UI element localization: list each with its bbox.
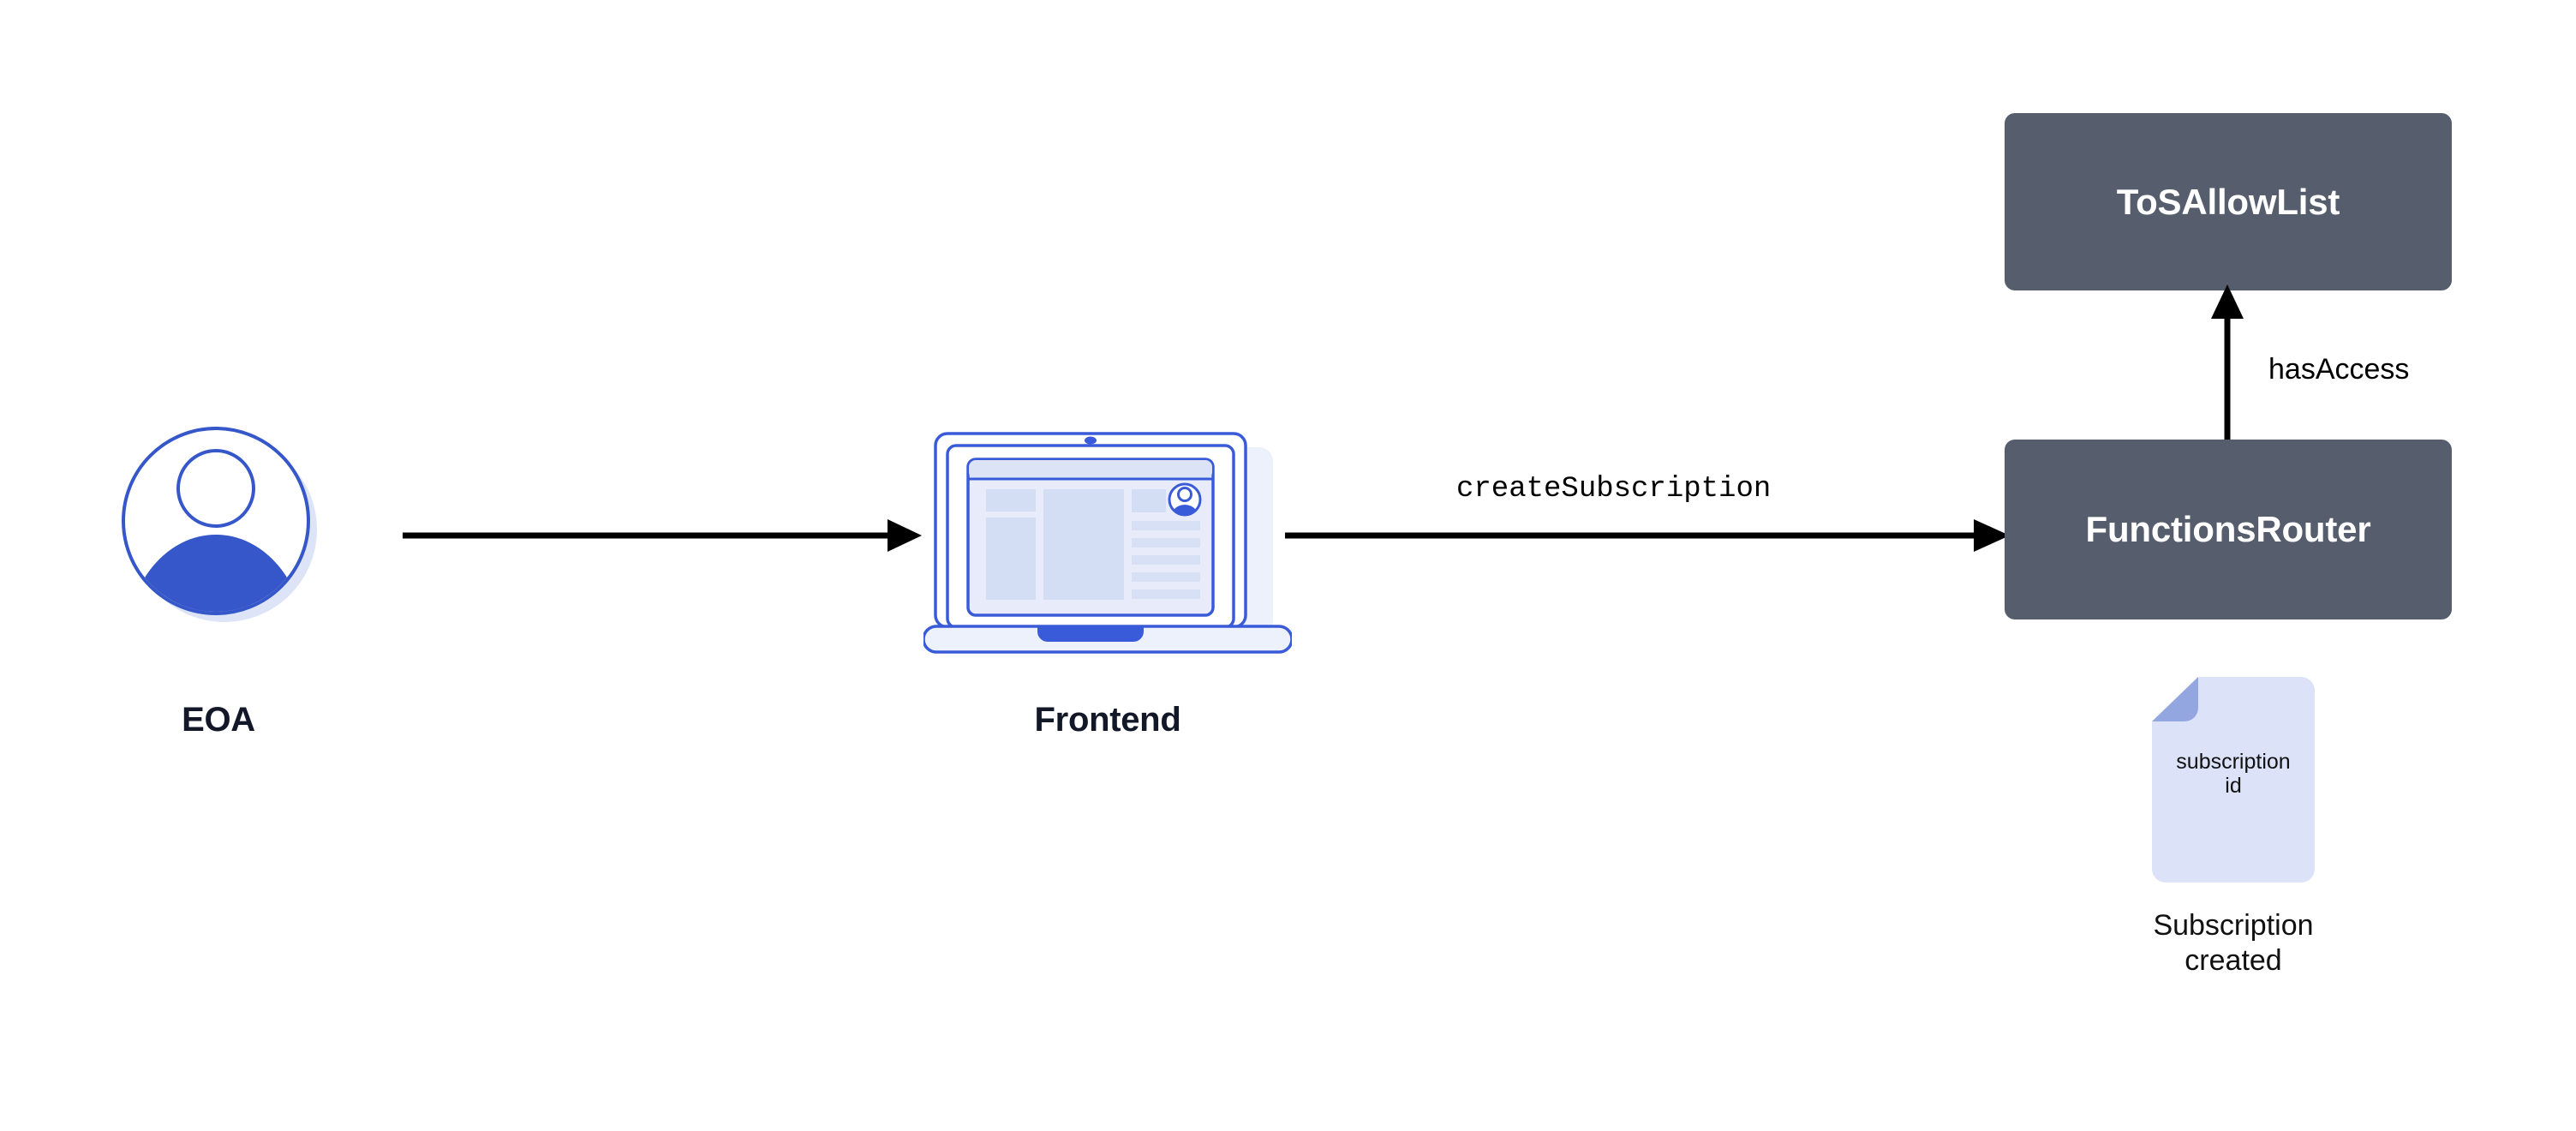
node-frontend[interactable] xyxy=(923,427,1292,660)
user-avatar-icon xyxy=(122,427,317,622)
subscription-document-inner-text: subscription id xyxy=(2152,750,2315,798)
edge-functions-router-to-tos-allow-list xyxy=(2211,284,2244,446)
node-functions-router[interactable]: FunctionsRouter xyxy=(2005,440,2452,619)
node-label-functions-router: FunctionsRouter xyxy=(2085,509,2371,549)
document-icon xyxy=(2152,677,2315,883)
edge-label-create-subscription: createSubscription xyxy=(1456,473,1772,506)
node-label-tos-allow-list: ToSAllowList xyxy=(2116,181,2340,222)
subscription-doc-line-1: subscription xyxy=(2176,750,2291,774)
screen-avatar-icon xyxy=(1168,482,1202,517)
subscription-caption-line-2: created xyxy=(2185,944,2282,978)
subscription-caption-line-1: Subscription xyxy=(2153,909,2314,942)
edge-eoa-to-frontend xyxy=(403,519,922,552)
node-tos-allow-list[interactable]: ToSAllowList xyxy=(2005,113,2452,290)
subscription-doc-line-2: id xyxy=(2225,774,2242,798)
node-subscription-document[interactable] xyxy=(2152,677,2315,883)
subscription-document-caption: Subscription created xyxy=(2101,908,2366,979)
edge-label-has-access: hasAccess xyxy=(2268,353,2410,386)
laptop-icon xyxy=(923,432,1292,654)
node-eoa[interactable] xyxy=(120,420,317,634)
edge-frontend-to-functions-router xyxy=(1285,519,2010,552)
node-label-frontend: Frontend xyxy=(1034,701,1181,739)
node-label-eoa: EOA xyxy=(182,701,255,739)
